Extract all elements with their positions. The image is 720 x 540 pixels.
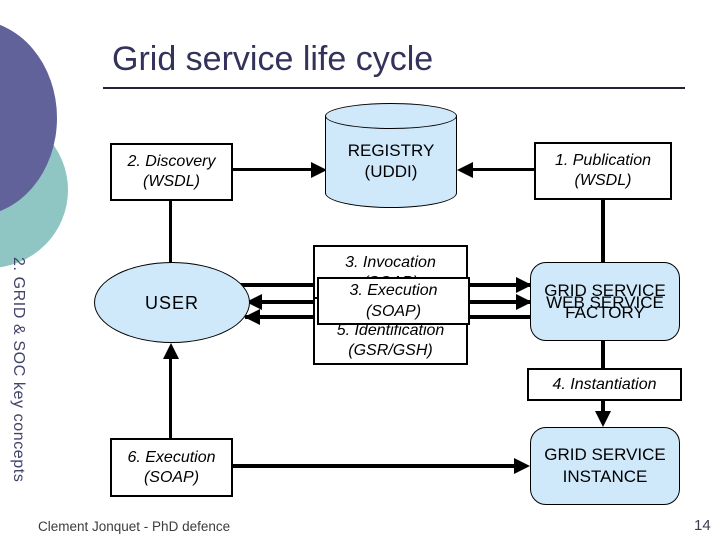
connector-instantiation-to-instance <box>601 400 605 414</box>
publication-box: 1. Publication (WSDL) <box>534 142 672 200</box>
arrowhead-into-user-1 <box>246 294 262 310</box>
arrowhead-into-registry-right <box>457 161 473 178</box>
connector-publication-to-factory <box>601 200 605 263</box>
connector-publication-to-registry <box>471 168 534 171</box>
instance-label-line2: INSTANCE <box>562 467 648 486</box>
registry-cylinder-top <box>325 103 457 129</box>
identification-label-line1: 5. Identification <box>336 322 445 339</box>
publication-label-line2: (WSDL) <box>574 172 632 189</box>
execution3-label-line2: (SOAP) <box>365 303 422 320</box>
discovery-box: 2. Discovery (WSDL) <box>110 143 233 201</box>
connector-discovery-to-user <box>169 201 172 263</box>
registry-label-line2: (UDDI) <box>364 162 418 181</box>
instantiation-box: 4. Instantiation <box>527 368 682 401</box>
instantiation-label: 4. Instantiation <box>552 375 657 393</box>
execution6-box: 6. Execution (SOAP) <box>110 438 233 497</box>
arrowhead-into-registry-left <box>311 161 327 178</box>
registry-cylinder <box>325 116 457 208</box>
connector-execution6-to-instance <box>233 464 518 468</box>
arrowhead-into-factory-1 <box>516 277 532 293</box>
arrowhead-into-user-bottom <box>162 343 179 359</box>
page-number: 14 <box>694 517 711 534</box>
factory-label-line1: GRID SERVICE <box>544 280 666 300</box>
invocation-label-line1: 3. Invocation <box>345 254 436 271</box>
identification-label-line2: (GSR/GSH) <box>348 342 433 359</box>
arrowhead-into-user-2 <box>244 309 260 325</box>
sidebar-section-label: 2. GRID & SOC key concepts <box>10 257 27 483</box>
execution3-label-line1: 3. Execution <box>349 282 438 299</box>
execution6-label-line1: 6. Execution <box>127 448 216 466</box>
connector-execution6-to-user <box>169 352 172 438</box>
web-service-label: WEB SERVICE <box>546 293 664 312</box>
execution-soap-box: 3. Execution (SOAP) <box>317 277 470 325</box>
connector-discovery-to-registry <box>233 168 315 171</box>
discovery-label-line2: (WSDL) <box>143 173 200 190</box>
grid-service-factory-box: GRID SERVICE FACTORY <box>530 262 680 341</box>
connector-factory-to-instantiation <box>601 341 605 368</box>
factory-label-line2: FACTORY <box>565 302 645 322</box>
execution6-label-line2: (SOAP) <box>143 468 200 486</box>
arrowhead-into-factory-2 <box>516 294 532 310</box>
title-underline <box>103 87 685 89</box>
publication-label-line1: 1. Publication <box>554 152 652 169</box>
footer-author: Clement Jonquet - PhD defence <box>38 519 231 534</box>
arrowhead-into-instance-top <box>595 411 611 427</box>
registry-label: REGISTRY (UDDI) <box>325 140 457 182</box>
grid-service-instance-box: GRID SERVICE INSTANCE <box>530 427 680 505</box>
page-title: Grid service life cycle <box>112 40 434 78</box>
discovery-label-line1: 2. Discovery <box>127 153 216 170</box>
user-label: USER <box>144 292 199 313</box>
arrowhead-into-instance-left <box>514 458 530 474</box>
instance-label-line1: GRID SERVICE <box>544 445 666 464</box>
registry-label-line1: REGISTRY <box>347 141 435 160</box>
user-ellipse: USER <box>94 262 250 343</box>
